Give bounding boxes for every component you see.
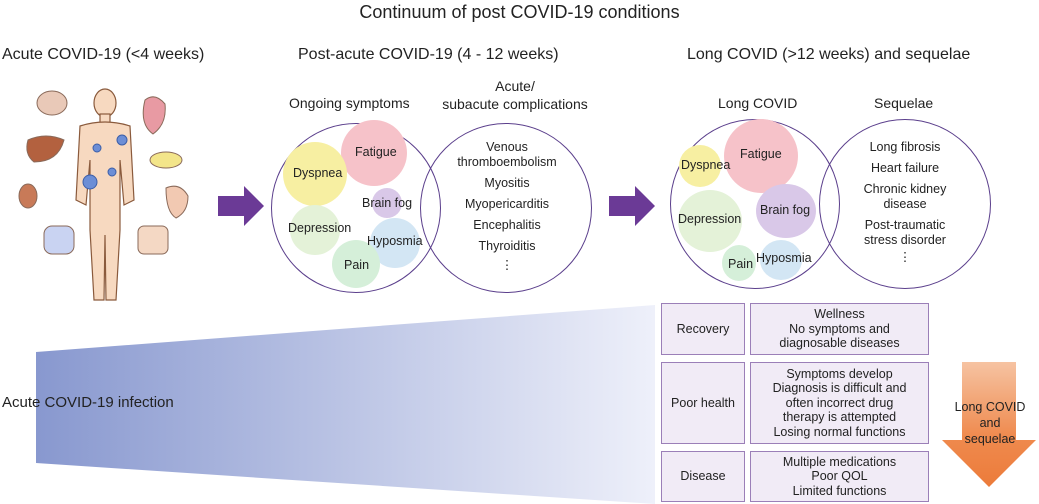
- bubble-brain-fog-long: [756, 184, 816, 238]
- complication-item: Myopericarditis: [464, 197, 550, 211]
- arrow-acute-to-post: [218, 186, 264, 226]
- arrow-long-covid-sequelae: [942, 362, 1036, 487]
- organ-icons: [18, 90, 189, 255]
- label-pain: Pain: [344, 258, 370, 272]
- outcome-line: diagnosable diseases: [779, 336, 900, 351]
- label-fatigue-long: Fatigue: [740, 147, 782, 161]
- infection-label: Acute COVID-19 infection: [2, 394, 174, 411]
- outcome-line: therapy is attempted: [782, 410, 897, 425]
- outcome-line: Wellness: [814, 307, 865, 322]
- bubble-fatigue-long: [724, 119, 798, 193]
- outcome-line: often incorrect drug: [785, 395, 894, 410]
- label-dyspnea: Dyspnea: [293, 166, 343, 180]
- label-brain-fog: Brain fog: [362, 196, 413, 210]
- complication-item: thromboembolism: [457, 155, 557, 169]
- label-depression: Depression: [288, 221, 352, 235]
- sequela-item: stress disorder: [864, 233, 946, 247]
- complication-item: Venous: [486, 140, 528, 154]
- ongoing-symptoms-label: Ongoing symptoms: [289, 95, 410, 111]
- outcome-line: Losing normal functions: [773, 424, 906, 439]
- bubble-depression-long: [678, 190, 742, 252]
- outcome-name-recovery: Recovery: [661, 303, 745, 355]
- header-post-acute: Post-acute COVID-19 (4 - 12 weeks): [298, 46, 559, 63]
- ellipsis: ⋮: [898, 250, 912, 264]
- label-fatigue: Fatigue: [355, 145, 397, 159]
- complications-label-line2: subacute complications: [442, 96, 588, 112]
- bubble-fatigue: [341, 120, 407, 186]
- bubble-depression: [290, 205, 340, 255]
- long-covid-label: Long COVID: [718, 95, 798, 111]
- complications-label-line1: Acute/: [495, 78, 535, 94]
- sequela-item: Heart failure: [870, 161, 940, 175]
- outcome-line: Poor QOL: [811, 469, 868, 484]
- outcome-line: Multiple medications: [782, 454, 897, 469]
- outcome-name-disease: Disease: [661, 451, 745, 502]
- outcome-line: No symptoms and: [789, 321, 890, 336]
- complication-item: Myositis: [484, 176, 530, 190]
- ellipsis: ⋮: [500, 258, 514, 272]
- header-acute: Acute COVID-19 (<4 weeks): [2, 46, 205, 63]
- progression-wedge: [36, 305, 655, 504]
- label-pain-long: Pain: [728, 257, 754, 271]
- arrow-post-to-long: [609, 186, 655, 226]
- bubble-dyspnea-long: [679, 145, 721, 187]
- sequela-item: Post-traumatic: [864, 218, 946, 232]
- outcome-name-poor-health: Poor health: [661, 362, 745, 444]
- label-hyposmia-long: Hyposmia: [756, 251, 812, 265]
- outcome-desc-poor-health: Symptoms develop Diagnosis is difficult …: [750, 362, 929, 444]
- outcome-desc-disease: Multiple medications Poor QOL Limited fu…: [750, 451, 929, 502]
- header-long-covid: Long COVID (>12 weeks) and sequelae: [687, 46, 971, 63]
- long-covid-sequelae-arrow-label: Long COVID and sequelae: [946, 399, 1034, 447]
- complications-list: Venous thromboembolism Myositis Myoperic…: [432, 140, 582, 273]
- bubble-dyspnea: [283, 142, 347, 206]
- outcome-line: Symptoms develop: [786, 366, 893, 381]
- complications-circle: [420, 123, 592, 293]
- sequelae-circle: [819, 119, 991, 289]
- label-depression-long: Depression: [678, 212, 742, 226]
- sequelae-label: Sequelae: [874, 95, 934, 111]
- label-dyspnea-long: Dyspnea: [681, 158, 731, 172]
- label-hyposmia: Hyposmia: [367, 234, 423, 248]
- bubble-hyposmia-long: [760, 240, 802, 280]
- figure-title: Continuum of post COVID-19 conditions: [359, 2, 680, 22]
- human-figure: [75, 88, 135, 301]
- bubble-pain: [332, 240, 380, 288]
- arrow-label-line: Long COVID: [954, 400, 1026, 414]
- outcome-desc-recovery: Wellness No symptoms and diagnosable dis…: [750, 303, 929, 355]
- outcome-line: Limited functions: [792, 483, 887, 498]
- label-brain-fog-long: Brain fog: [760, 203, 811, 217]
- complication-item: Thyroiditis: [478, 239, 536, 253]
- arrow-label-line: sequelae: [964, 432, 1016, 446]
- sequela-item: Long fibrosis: [869, 140, 941, 154]
- outcome-line: Diagnosis is difficult and: [772, 381, 907, 396]
- arrow-label-line: and: [979, 416, 1001, 430]
- complication-item: Encephalitis: [473, 218, 541, 232]
- bubble-pain-long: [722, 245, 756, 281]
- sequelae-list: Long fibrosis Heart failure Chronic kidn…: [832, 140, 978, 265]
- sequela-item: Chronic kidney: [863, 182, 947, 196]
- sequela-item: disease: [883, 197, 927, 211]
- virus-icons: [82, 134, 128, 190]
- bubble-brain-fog: [372, 188, 402, 218]
